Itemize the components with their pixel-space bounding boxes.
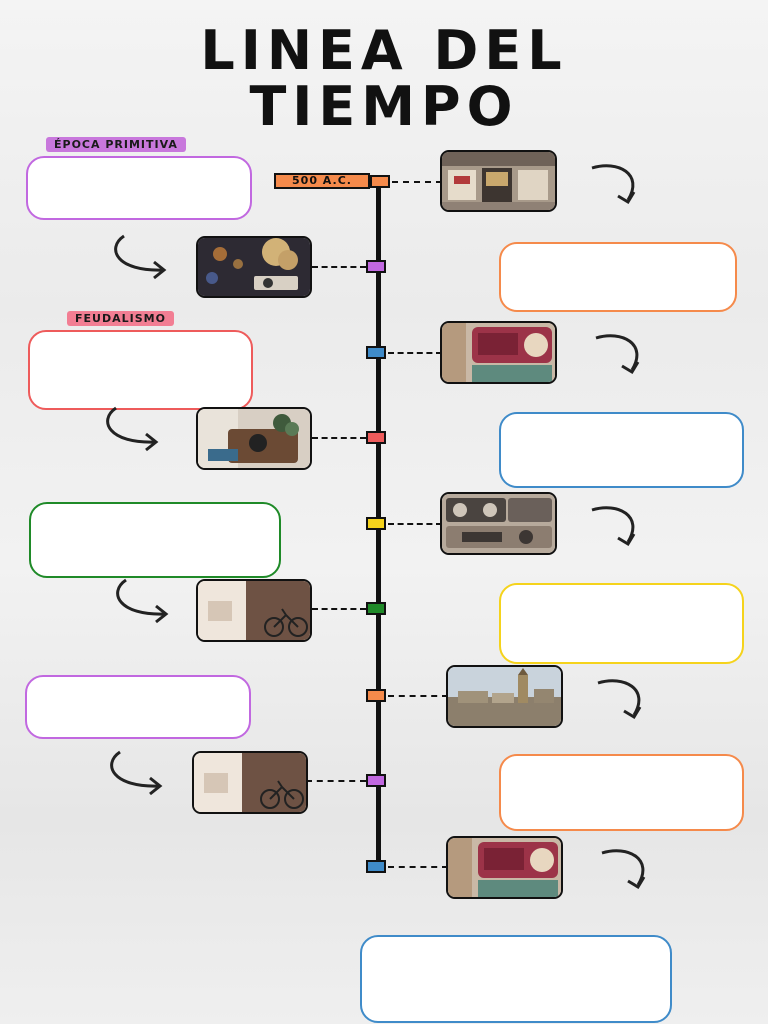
text-box-4	[499, 412, 744, 488]
curved-arrow-icon	[110, 750, 163, 796]
title-line-1: LINEA DEL	[200, 19, 568, 82]
timeline-node-2	[366, 260, 386, 273]
bicycle-street-photo-1	[196, 579, 312, 642]
connector-7	[388, 695, 448, 697]
vintage-camera-illustration	[198, 409, 310, 468]
first-date-label: 500 A.C.	[274, 173, 370, 189]
bicycle-street-photo-2	[192, 751, 308, 814]
text-box-8	[499, 754, 744, 831]
cassette-player-illustration	[442, 494, 555, 553]
bicycle-street-illustration	[198, 581, 310, 640]
connector-3	[388, 352, 442, 354]
text-box-1	[26, 156, 252, 220]
curved-arrow-icon	[601, 849, 646, 890]
connector-2	[312, 266, 366, 268]
curved-arrow-icon	[591, 506, 636, 547]
city-skyline-photo	[446, 665, 563, 728]
curved-arrow-icon	[595, 334, 640, 375]
radio-photo	[440, 321, 557, 384]
epoch-tag-primitiva: ÉPOCA PRIMITIVA	[46, 137, 186, 152]
text-box-2	[499, 242, 737, 312]
connector-1	[392, 181, 442, 183]
connector-6	[312, 608, 366, 610]
flowers-camera-illustration	[198, 238, 310, 296]
timeline-node-7	[366, 689, 386, 702]
connector-8	[306, 780, 366, 782]
text-box-3	[28, 330, 253, 410]
timeline-node-5	[366, 517, 386, 530]
vintage-camera-photo	[196, 407, 312, 470]
text-box-6	[499, 583, 744, 664]
curved-arrow-icon	[597, 679, 642, 720]
flowers-camera-photo	[196, 236, 312, 298]
cassette-player-photo	[440, 492, 557, 555]
storefront-illustration	[442, 152, 555, 210]
radio-illustration-2	[448, 838, 561, 897]
timeline-node-1	[370, 175, 390, 188]
city-skyline-illustration	[448, 667, 561, 726]
timeline-node-4	[366, 431, 386, 444]
curved-arrow-icon	[106, 406, 159, 452]
connector-4	[312, 437, 366, 439]
storefront-photo	[440, 150, 557, 212]
bicycle-street-illustration-2	[194, 753, 306, 812]
timeline-node-8	[366, 774, 386, 787]
text-box-7	[25, 675, 251, 739]
curved-arrow-icon	[591, 164, 636, 205]
connector-5	[388, 523, 442, 525]
curved-arrow-icon	[114, 234, 167, 280]
epoch-tag-feudalismo: FEUDALISMO	[67, 311, 174, 326]
timeline-node-3	[366, 346, 386, 359]
text-box-9	[360, 935, 672, 1023]
title-line-2: TIEMPO	[249, 75, 519, 138]
timeline-node-6	[366, 602, 386, 615]
connector-9	[388, 866, 448, 868]
text-box-5	[29, 502, 281, 578]
timeline-node-9	[366, 860, 386, 873]
curved-arrow-icon	[116, 578, 169, 624]
radio-illustration	[442, 323, 555, 382]
radio-photo-2	[446, 836, 563, 899]
